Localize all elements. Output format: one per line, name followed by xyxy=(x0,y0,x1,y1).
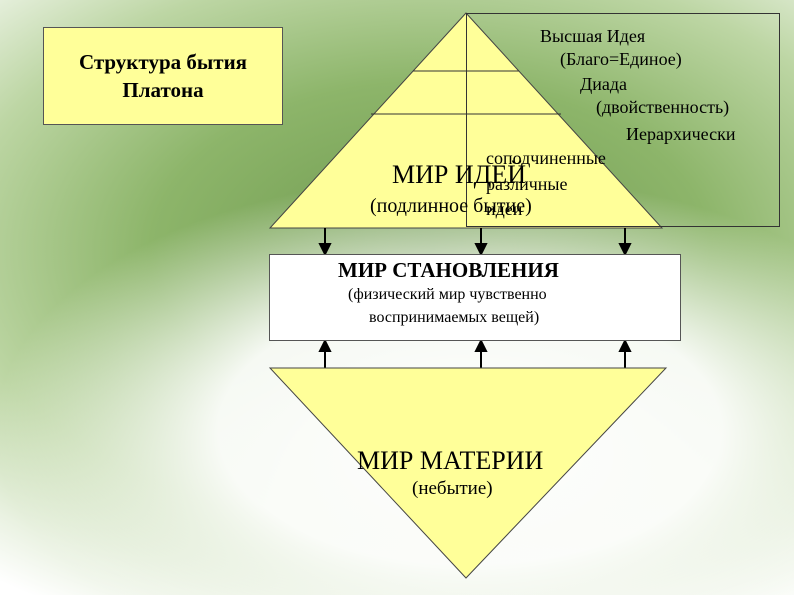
ideas-list-line-3: Диада xyxy=(580,74,628,94)
world-of-matter-label: МИР МАТЕРИИ xyxy=(357,446,544,475)
ideas-list-line-5: Иерархически xyxy=(626,124,736,144)
matter-triangle xyxy=(268,367,668,579)
arrow-down-right-head xyxy=(618,243,632,257)
world-of-becoming-label: МИР СТАНОВЛЕНИЯ xyxy=(338,258,559,282)
world-of-ideas-sublabel: (подлинное бытие) xyxy=(370,195,532,217)
arrow-up-left-head xyxy=(318,338,332,352)
world-of-ideas-label: МИР ИДЕЙ xyxy=(392,160,527,189)
arrow-down-center-head xyxy=(474,243,488,257)
ideas-list-line-2: (Благо=Единое) xyxy=(560,49,682,69)
arrow-up-right-head xyxy=(618,338,632,352)
world-of-matter-sublabel: (небытие) xyxy=(412,478,493,499)
ideas-list-line-8: идеи xyxy=(486,199,523,219)
arrows-up xyxy=(318,338,632,368)
ideas-list-line-7: различные xyxy=(486,174,568,194)
world-of-becoming-box xyxy=(269,254,681,341)
arrow-up-center-head xyxy=(474,338,488,352)
title-line-2: Платона xyxy=(122,78,204,102)
world-of-becoming-sub-line-1: (физический мир чувственно xyxy=(348,286,547,303)
ideas-hierarchy-box xyxy=(466,13,780,227)
arrow-down-left-head xyxy=(318,243,332,257)
ideas-list-line-1: Высшая Идея xyxy=(540,26,646,46)
ideas-list-line-6: соподчиненные xyxy=(486,148,606,168)
ideas-list-line-4: (двойственность) xyxy=(596,97,730,117)
title-line-1: Структура бытия xyxy=(78,50,248,74)
world-of-becoming-sub-line-2: воспринимаемых вещей) xyxy=(369,309,540,326)
title-box: Структура бытия Платона xyxy=(43,27,283,125)
arrows-down xyxy=(318,228,632,257)
